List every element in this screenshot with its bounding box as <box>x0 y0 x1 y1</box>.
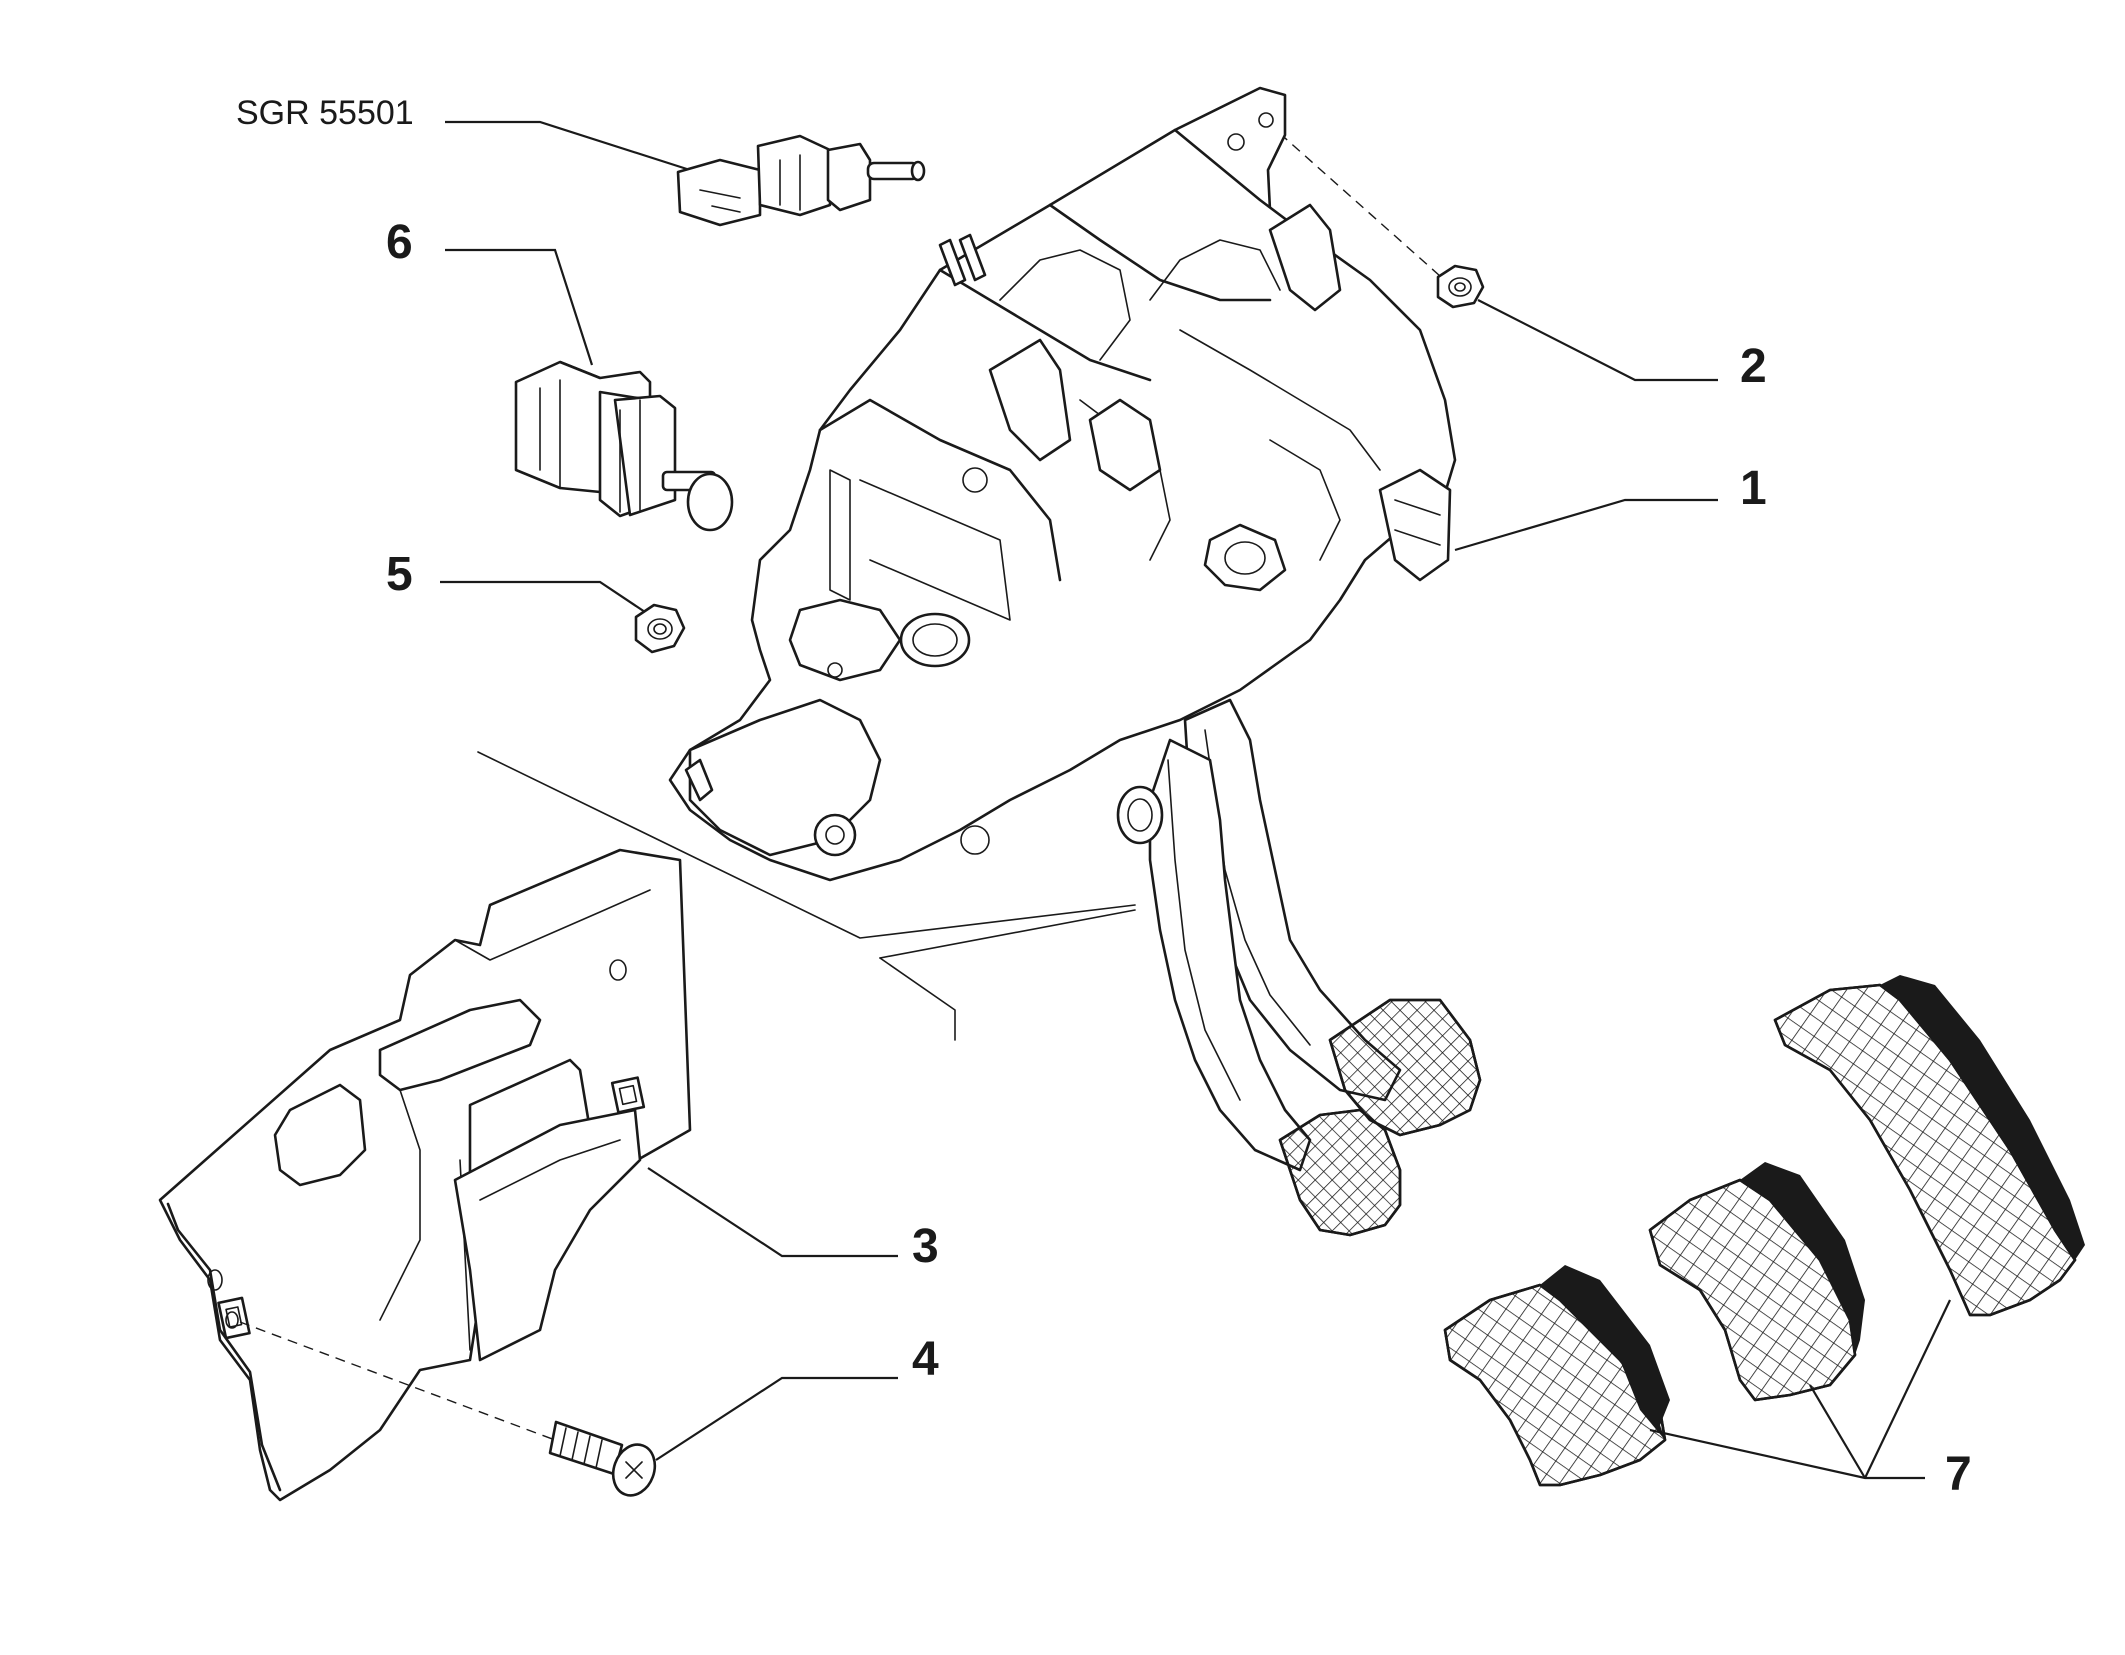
callout-number-4: 4 <box>912 1333 939 1386</box>
pedal-lever-line-upper <box>477 751 1136 939</box>
callout-7-leader-medium <box>1809 1384 1866 1479</box>
stop-light-switch <box>514 360 734 532</box>
nut-part-2 <box>1436 264 1485 309</box>
pedal-box-assembly <box>668 86 1457 882</box>
callout-number-6: 6 <box>386 216 413 269</box>
cover-plate <box>158 848 692 1502</box>
screw-part-4 <box>548 1420 657 1497</box>
pedal-pad-large <box>1773 975 2085 1317</box>
pedal-lever-line-lower <box>879 957 956 1041</box>
callout-2-leader <box>1477 299 1718 382</box>
reference-code-label: SGR 55501 <box>236 94 414 132</box>
callout-5-leader <box>440 580 646 613</box>
screw-axis-line <box>239 1321 556 1441</box>
pedal-switch-small <box>676 134 926 227</box>
callout-number-1: 1 <box>1740 462 1767 515</box>
callout-3-leader <box>647 1167 898 1258</box>
pedal-pad-medium <box>1648 1162 1865 1402</box>
callout-6-leader <box>445 248 594 366</box>
callout-4-leader <box>655 1376 898 1461</box>
brake-pedal <box>1116 738 1402 1237</box>
reference-code-group: SGR 55501 <box>236 94 691 172</box>
callout-number-7: 7 <box>1945 1448 1972 1501</box>
callout-number-5: 5 <box>386 548 413 601</box>
callout-1-leader <box>1454 498 1718 552</box>
callout-number-2: 2 <box>1740 340 1767 393</box>
callout-number-3: 3 <box>912 1220 939 1273</box>
nut-2-axis-line <box>1266 121 1441 277</box>
callout-7-leader-large <box>1864 1299 1951 1479</box>
reference-code-leader <box>445 120 691 172</box>
pedal-pad-small <box>1443 1265 1670 1487</box>
pedal-lever-line-mid <box>879 909 1136 959</box>
nut-part-5 <box>634 603 686 654</box>
